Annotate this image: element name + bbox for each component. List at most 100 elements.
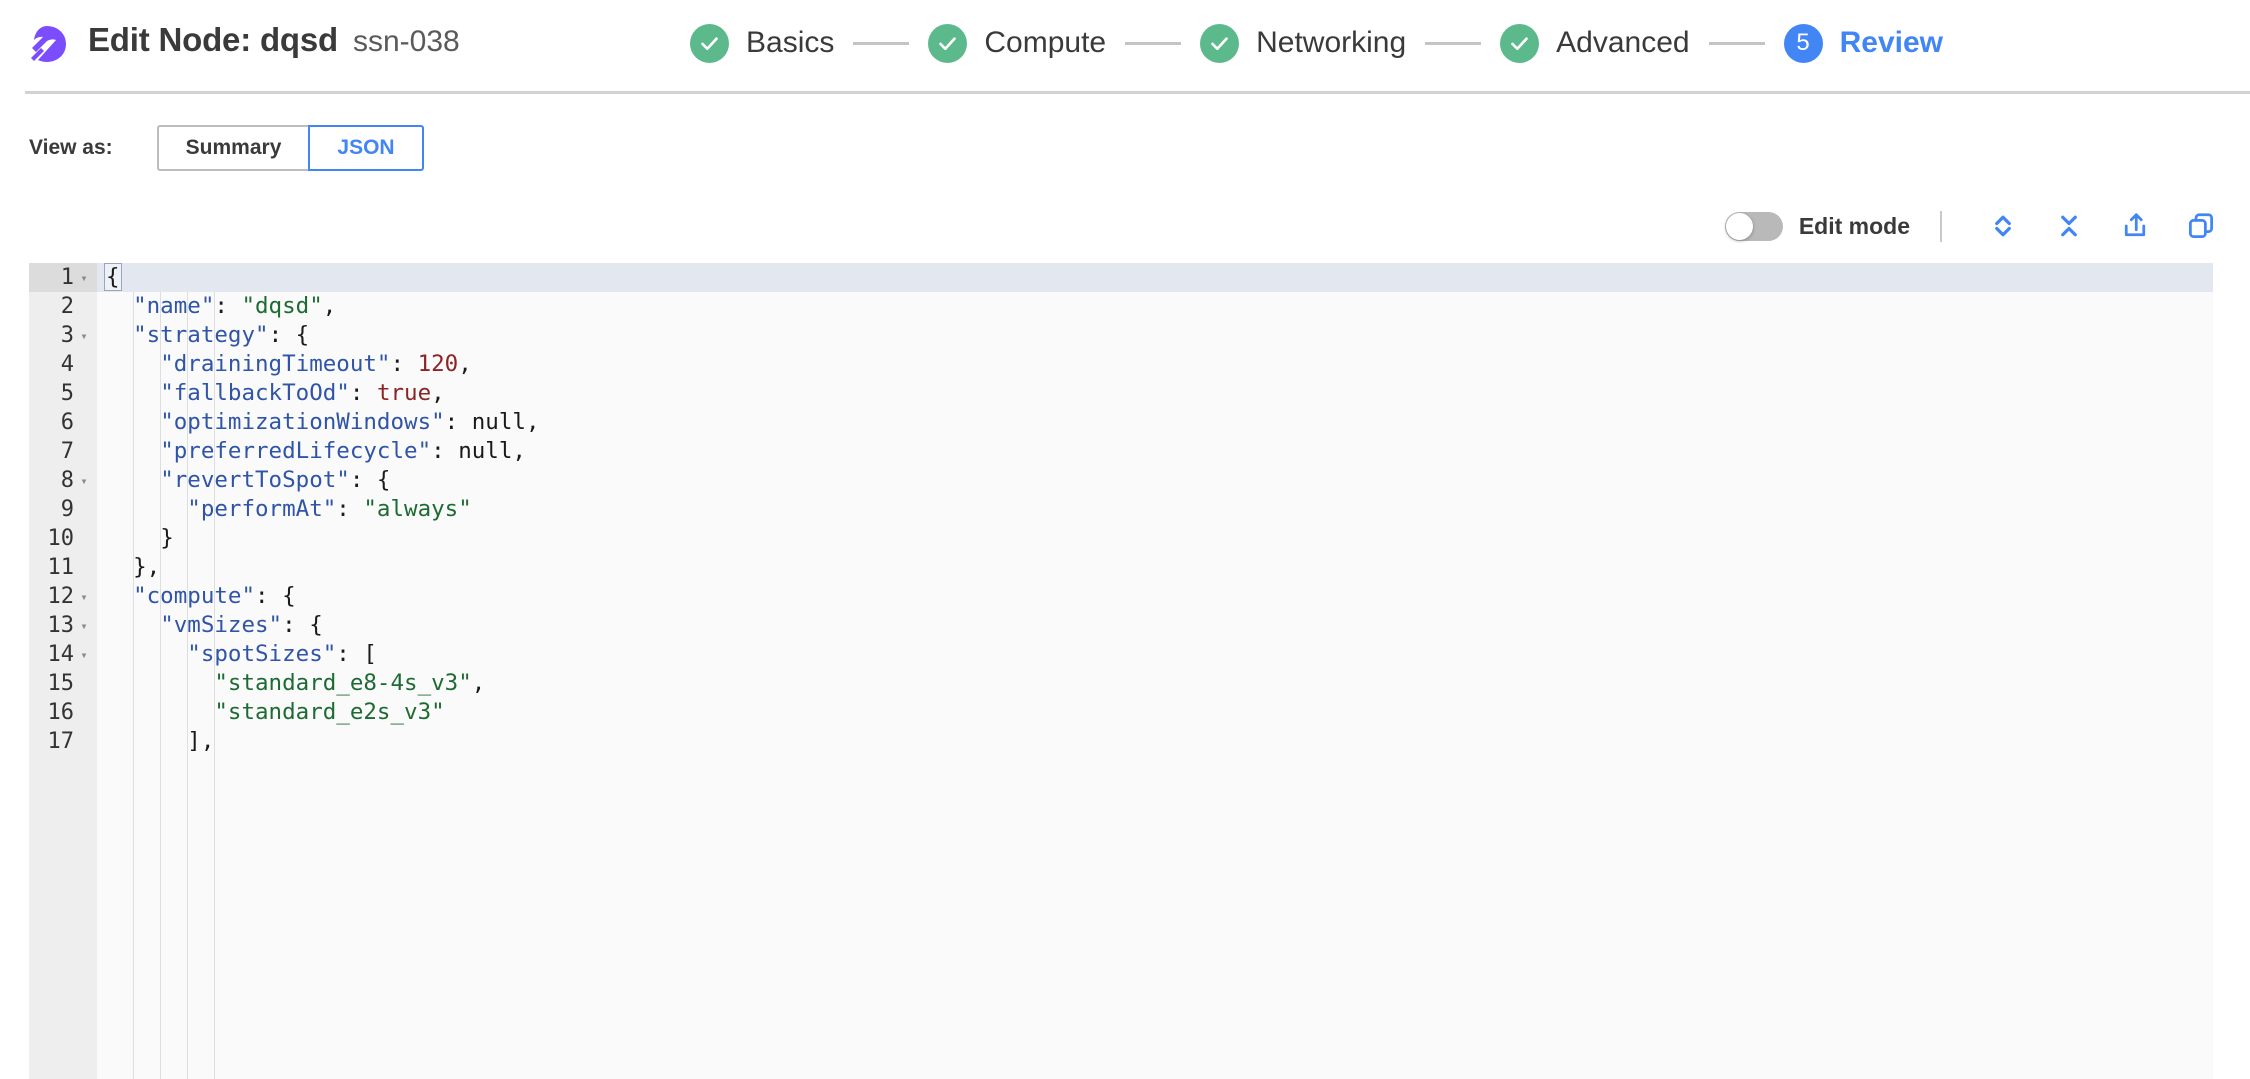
edit-mode-toggle[interactable] (1724, 211, 1783, 241)
gutter-line: 13 ▾ (29, 611, 97, 640)
gutter-line: 3▾ (29, 321, 97, 350)
code-line[interactable]: "compute": { (97, 582, 2213, 611)
code-token-punc: : (431, 438, 459, 464)
code-token-punc: : (214, 293, 242, 319)
gutter-line: 14▾ (29, 640, 97, 669)
editor-toolbar: Edit mode (0, 205, 2250, 247)
code-token-sp (106, 612, 160, 638)
code-line[interactable]: "standard_e2s_v3" (97, 698, 2213, 727)
step-label: Basics (746, 26, 835, 59)
code-token-punc: : (336, 496, 364, 522)
code-line[interactable]: "spotSizes": [ (97, 640, 2213, 669)
code-token-punc: , (458, 351, 472, 377)
stepper-item-advanced[interactable]: Advanced (1500, 23, 1690, 63)
code-token-punc: : { (349, 467, 391, 493)
fold-toggle-icon[interactable]: ▾ (80, 270, 88, 285)
code-token-sp (106, 496, 187, 522)
line-number: 16 (47, 700, 75, 725)
step-label: Advanced (1556, 26, 1690, 59)
line-number: 9 (60, 497, 74, 522)
code-token-sp (106, 293, 133, 319)
gutter-line: 7 (29, 437, 97, 466)
line-number: 13 (47, 613, 75, 638)
view-as-option-summary[interactable]: Summary (156, 125, 309, 171)
line-number: 2 (60, 294, 74, 319)
code-line[interactable]: "preferredLifecycle": null, (97, 437, 2213, 466)
code-line[interactable]: ], (97, 727, 2213, 756)
fold-toggle-icon[interactable]: ▾ (80, 618, 88, 633)
gutter-line: 10 (29, 524, 97, 553)
gutter-line: 4 (29, 350, 97, 379)
step-label: Compute (984, 26, 1107, 59)
code-token-key: "performAt" (187, 496, 337, 522)
code-token-key: "spotSizes" (187, 641, 337, 667)
fold-toggle-icon[interactable]: ▾ (80, 328, 88, 343)
stepper-item-networking[interactable]: Networking (1200, 23, 1406, 63)
indent-guide (160, 263, 162, 1079)
gutter-line: 16 (29, 698, 97, 727)
code-token-punc: : (444, 409, 472, 435)
collapse-all-icon[interactable] (2054, 211, 2084, 241)
code-token-sp (106, 583, 133, 609)
line-number: 17 (47, 729, 75, 754)
line-number: 8 (60, 468, 74, 493)
code-line[interactable]: "revertToSpot": { (97, 466, 2213, 495)
gutter-line: 2 (29, 292, 97, 321)
code-token-sp (106, 351, 160, 377)
code-line[interactable]: "performAt": "always" (97, 495, 2213, 524)
step-connector (1125, 41, 1182, 45)
code-token-sp (106, 699, 214, 725)
line-number: 7 (60, 439, 74, 464)
view-as-option-json[interactable]: JSON (308, 125, 424, 171)
indent-guide (187, 263, 189, 1079)
step-complete-badge (1200, 23, 1240, 63)
code-token-bool: true (376, 380, 432, 406)
code-token-key: "fallbackToOd" (160, 380, 350, 406)
spot-logo-icon (26, 22, 70, 65)
code-line[interactable]: "drainingTimeout": 120, (97, 350, 2213, 379)
line-number: 10 (47, 526, 75, 551)
fold-toggle-icon[interactable]: ▾ (80, 647, 88, 662)
indent-guide (133, 263, 135, 1079)
code-token-key: "vmSizes" (160, 612, 283, 638)
step-connector (1425, 41, 1482, 45)
code-line[interactable]: "strategy": { (97, 321, 2213, 350)
code-token-punc: , (322, 293, 337, 319)
code-line[interactable]: "optimizationWindows": null, (97, 408, 2213, 437)
gutter-line: 17 (29, 727, 97, 756)
copy-icon[interactable] (2186, 211, 2216, 241)
code-line[interactable]: "standard_e8-4s_v3", (97, 669, 2213, 698)
code-line[interactable]: "name": "dqsd", (97, 292, 2213, 321)
code-line[interactable]: "vmSizes": { (97, 611, 2213, 640)
code-token-sp (106, 380, 160, 406)
step-connector (1708, 41, 1765, 45)
step-number: 5 (1796, 29, 1810, 56)
code-token-punc: : (349, 380, 377, 406)
code-token-sp (106, 554, 133, 580)
stepper-item-compute[interactable]: Compute (928, 23, 1107, 63)
edit-mode-label: Edit mode (1798, 212, 1910, 239)
code-token-null: null (458, 438, 513, 464)
fold-toggle-icon[interactable]: ▾ (80, 473, 88, 488)
code-token-sp (106, 409, 160, 435)
line-number: 15 (47, 671, 75, 696)
code-line[interactable]: "fallbackToOd": true, (97, 379, 2213, 408)
toolbar-divider (1940, 210, 1942, 242)
stepper-item-basics[interactable]: Basics (690, 23, 835, 63)
export-icon[interactable] (2120, 211, 2150, 241)
fold-toggle-icon[interactable]: ▾ (80, 589, 88, 604)
code-line[interactable]: } (97, 524, 2213, 553)
expand-all-icon[interactable] (1988, 211, 2018, 241)
editor-code-area[interactable]: { "name": "dqsd", "strategy": { "drainin… (97, 263, 2213, 1079)
code-line[interactable]: }, (97, 553, 2213, 582)
code-line[interactable]: { (97, 263, 2213, 292)
code-token-punc: } (160, 525, 174, 551)
gutter-line: 8▾ (29, 466, 97, 495)
